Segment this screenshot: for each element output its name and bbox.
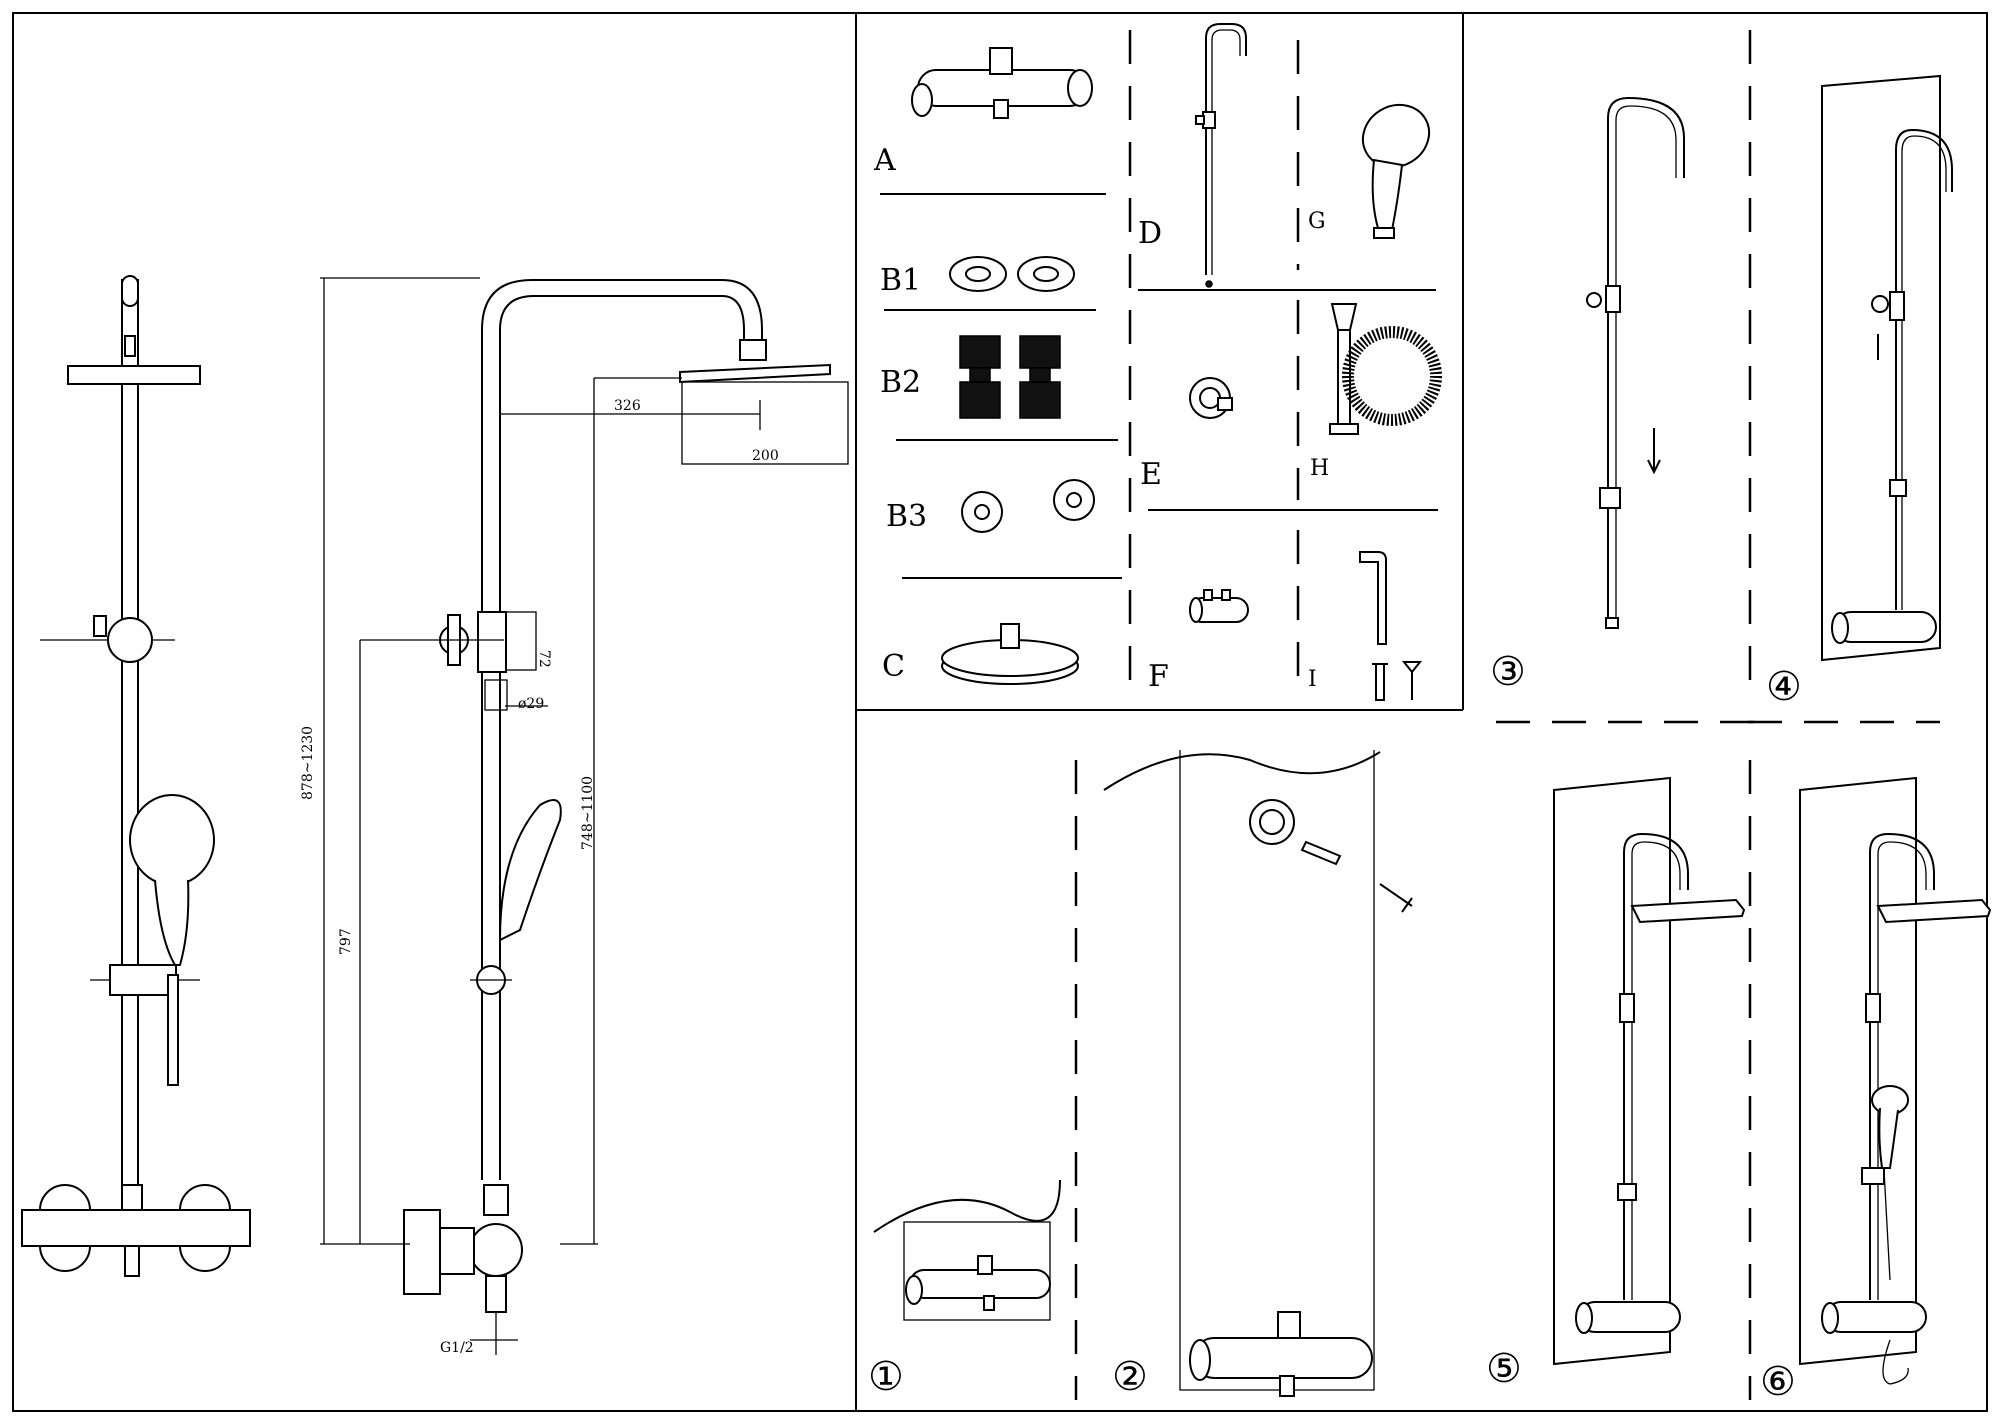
part-d-riser bbox=[1195, 23, 1247, 288]
step-1-label: ① bbox=[868, 1354, 904, 1400]
label-i: I bbox=[1308, 667, 1317, 692]
front-valve-body bbox=[21, 1209, 251, 1247]
front-view bbox=[21, 275, 251, 1277]
dim-g12: G1/2 bbox=[440, 1340, 474, 1356]
part-e-wall-outlet bbox=[1189, 377, 1233, 419]
label-c: C bbox=[882, 649, 905, 684]
steps-3-4: ③ ④ bbox=[1490, 30, 1953, 724]
step1-wall-valve bbox=[873, 1179, 1061, 1321]
part-g-hand-shower bbox=[1361, 103, 1431, 239]
part-c-rain-head bbox=[941, 623, 1079, 685]
label-b3: B3 bbox=[886, 499, 927, 534]
steps-1-2: ① ② bbox=[868, 750, 1413, 1400]
dim-797: 797 bbox=[338, 928, 354, 955]
dim-878: 878~1230 bbox=[300, 726, 316, 800]
outer-frame bbox=[12, 12, 1988, 1412]
part-i-hex-key bbox=[1359, 551, 1423, 701]
step6-complete bbox=[1799, 776, 1992, 1385]
front-hand-shower bbox=[129, 794, 215, 886]
step4-mount bbox=[1821, 74, 1953, 662]
label-h: H bbox=[1310, 456, 1329, 481]
step-3-label: ③ bbox=[1490, 649, 1526, 695]
part-f-slider bbox=[1189, 589, 1249, 623]
dim-72: 72 bbox=[536, 650, 552, 668]
label-b1: B1 bbox=[880, 263, 921, 298]
label-a: A bbox=[873, 143, 896, 178]
front-rain-head bbox=[67, 365, 201, 385]
step-5-label: ⑤ bbox=[1486, 1346, 1522, 1392]
part-b3-covers bbox=[961, 479, 1095, 533]
step-6-label: ⑥ bbox=[1760, 1359, 1796, 1405]
step2-wall-outlet bbox=[1103, 750, 1413, 1397]
label-e: E bbox=[1140, 457, 1162, 492]
dim-200: 200 bbox=[752, 448, 779, 464]
steps-5-6: ⑤ ⑥ bbox=[1486, 760, 1992, 1405]
dim-748: 748~1100 bbox=[580, 776, 596, 850]
label-b2: B2 bbox=[880, 365, 921, 400]
dim-326: 326 bbox=[614, 398, 641, 414]
side-view: 326 200 72 ø29 G1/2 878~1230 797 748~110… bbox=[300, 277, 849, 1356]
part-a-valve bbox=[911, 47, 1093, 119]
step-4-label: ④ bbox=[1766, 664, 1802, 710]
side-hand-shower bbox=[498, 799, 562, 942]
step5-rain-install bbox=[1553, 776, 1746, 1366]
parts-grid: A B1 B2 B3 bbox=[873, 23, 1442, 701]
label-g: G bbox=[1308, 209, 1326, 234]
side-rain-head bbox=[679, 363, 831, 384]
label-d: D bbox=[1138, 216, 1162, 251]
step-2-label: ② bbox=[1112, 1354, 1148, 1400]
part-b1-washers bbox=[949, 256, 1075, 292]
label-f: F bbox=[1148, 659, 1169, 694]
step3-riser bbox=[1586, 96, 1685, 629]
part-b2-connectors bbox=[959, 335, 1061, 419]
dim-29: ø29 bbox=[518, 696, 544, 712]
part-h-hose bbox=[1329, 303, 1442, 435]
side-valve bbox=[469, 1223, 523, 1277]
